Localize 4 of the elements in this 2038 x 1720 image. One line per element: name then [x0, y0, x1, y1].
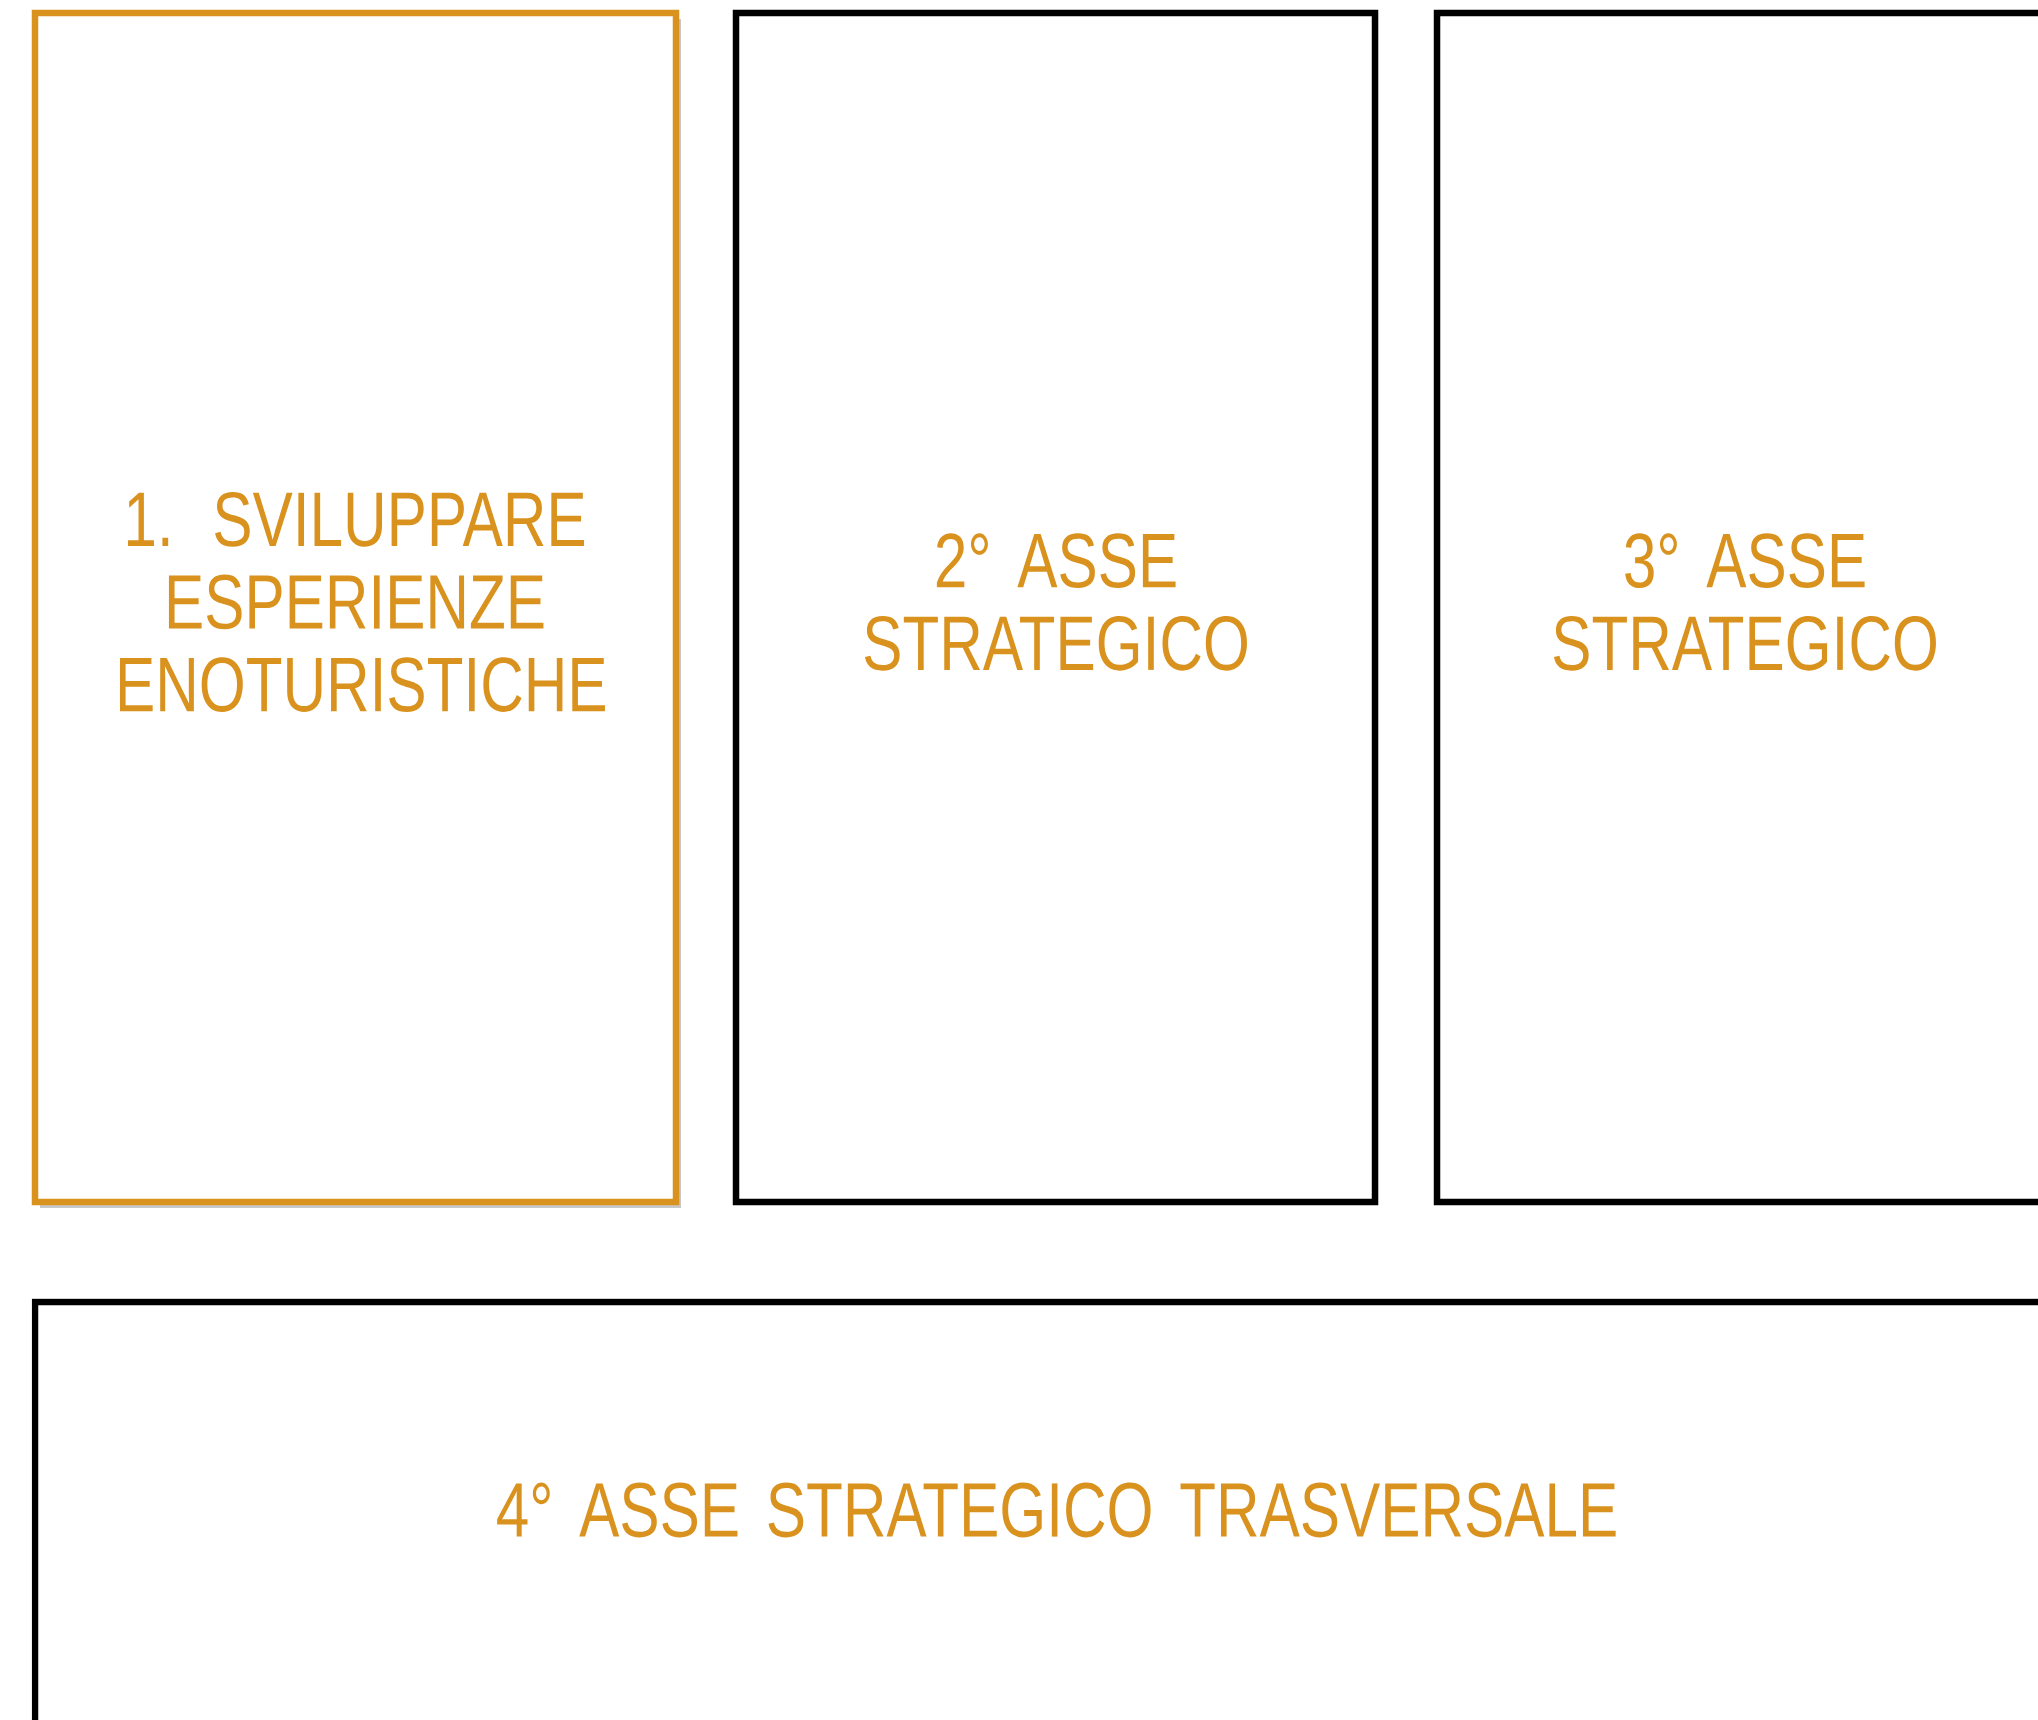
strategy-box: 2° ASSE STRATEGICO: [732, 9, 1379, 1206]
strategy-box: 1. SVILUPPARE ESPERIENZE ENOTURISTICHE: [31, 9, 681, 1208]
strategy-box: 4° ASSE STRATEGICO TRASVERSALE: [31, 1298, 2038, 1720]
strategy-box: 3° ASSE STRATEGICO: [1433, 9, 2038, 1206]
